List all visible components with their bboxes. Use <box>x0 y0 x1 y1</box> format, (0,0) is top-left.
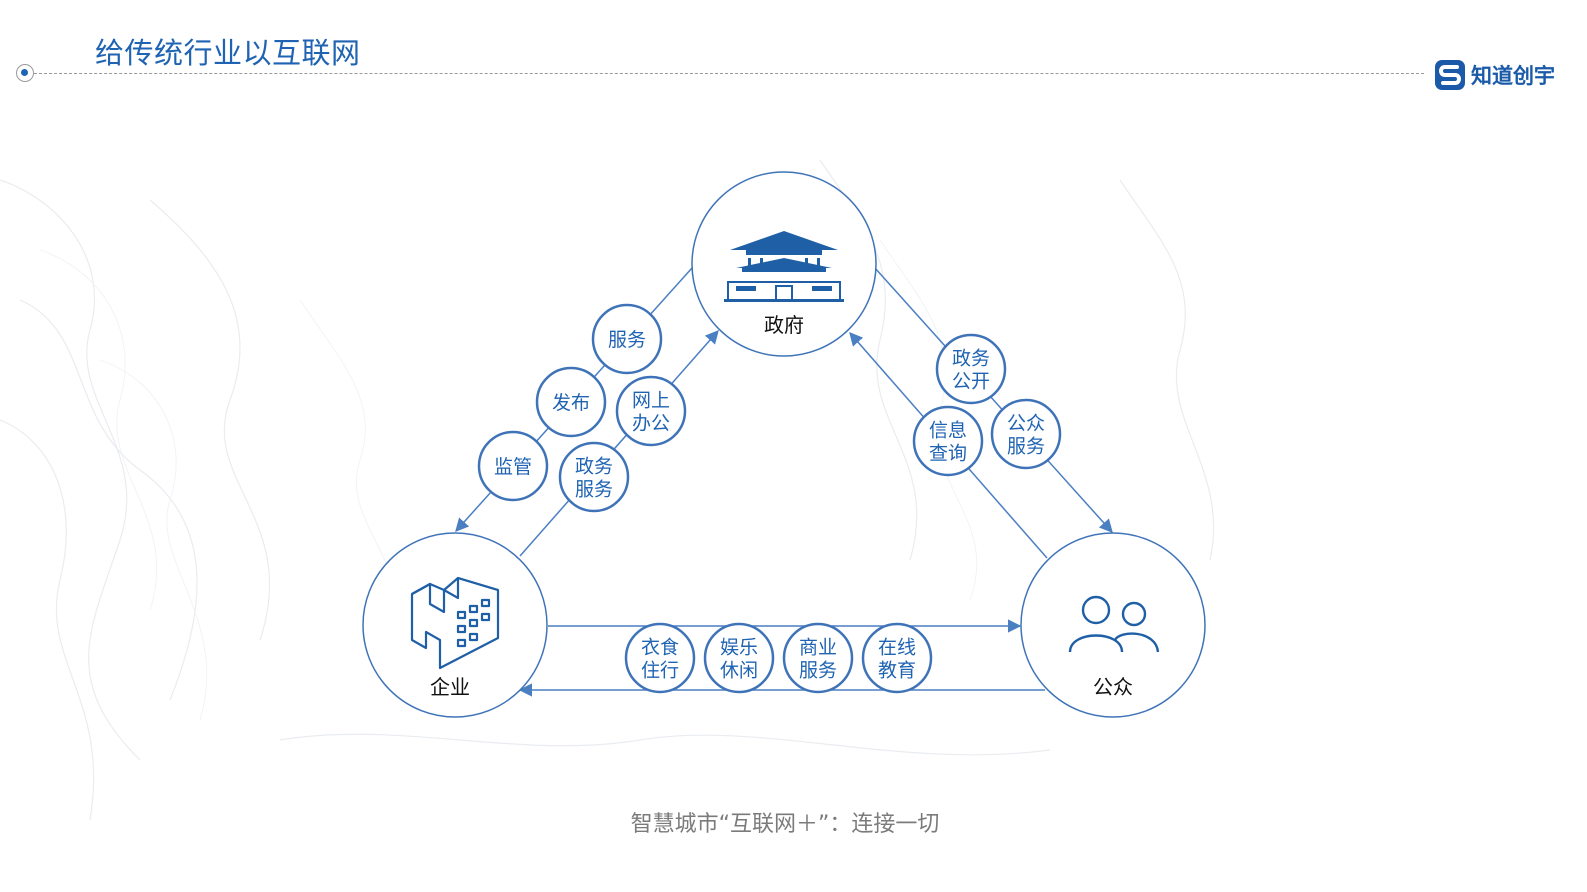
bubble-label: 政务 <box>952 348 990 370</box>
bubble-label: 公开 <box>952 371 990 393</box>
bubble-label: 政务 <box>575 456 613 478</box>
bubble-ring <box>535 366 607 438</box>
factory-icon <box>410 576 500 670</box>
bubble-group: 服务发布监管网上办公政务服务政务公开公众服务信息查询衣食住行娱乐休闲商业服务在线… <box>477 303 1062 694</box>
bubble-label: 娱乐 <box>720 637 758 659</box>
node-enterprise-ring <box>362 532 548 718</box>
bubble-ring <box>477 430 549 502</box>
palace-icon <box>724 231 844 302</box>
bubble-label: 发布 <box>552 392 590 414</box>
bubble-ring <box>591 303 663 375</box>
bubble-label: 监管 <box>494 456 532 478</box>
bubble-label: 住行 <box>641 660 679 682</box>
bubble-label: 在线 <box>878 637 916 659</box>
bubble-label: 公众 <box>1007 413 1045 435</box>
caption: 智慧城市“互联网＋”：连接一切 <box>630 812 940 837</box>
node-government-label: 政府 <box>764 313 804 337</box>
bubble-ring <box>861 622 933 694</box>
bubble-label: 休闲 <box>720 660 758 682</box>
bubble-ring <box>558 441 630 513</box>
bubble-gov-to-ent-2: 监管 <box>477 430 549 502</box>
people-icon <box>1068 595 1160 653</box>
header-bullet-icon <box>16 64 34 82</box>
page-title: 给传统行业以互联网 <box>95 36 361 70</box>
node-government: 政府 <box>691 171 877 357</box>
bubble-label: 服务 <box>799 660 837 682</box>
bubble-ring <box>615 375 687 447</box>
node-enterprise-label: 企业 <box>430 675 470 699</box>
bubble-label: 查询 <box>929 443 967 465</box>
bubble-label: 网上 <box>632 390 670 412</box>
bubble-ring <box>703 622 775 694</box>
bubble-label: 服务 <box>1007 436 1045 458</box>
bubble-ring <box>624 622 696 694</box>
brand-mark-icon <box>1435 60 1465 90</box>
bubble-ring <box>782 622 854 694</box>
bubble-label: 服务 <box>575 479 613 501</box>
brand-name: 知道创宇 <box>1471 64 1555 88</box>
arrow-ent-to-gov <box>519 329 719 557</box>
brand-logo: 知道创宇 <box>1434 59 1555 91</box>
bubble-label: 商业 <box>799 637 837 659</box>
node-public: 公众 <box>1020 532 1206 718</box>
arrow-gov-to-pub <box>874 267 1113 534</box>
bubble-ring <box>912 405 984 477</box>
bubble-ring <box>990 398 1062 470</box>
node-public-ring <box>1020 532 1206 718</box>
bubble-gov-to-ent-0: 服务 <box>591 303 663 375</box>
bubble-gov-to-ent-1: 发布 <box>535 366 607 438</box>
bubble-label: 教育 <box>878 660 916 682</box>
bubble-label: 信息 <box>929 420 967 442</box>
bubble-label: 办公 <box>632 413 670 435</box>
bubble-label: 服务 <box>608 329 646 351</box>
bubble-ring <box>935 333 1007 405</box>
node-enterprise: 企业 <box>362 532 548 718</box>
header-divider <box>34 73 1424 74</box>
node-public-label: 公众 <box>1093 675 1133 699</box>
bubble-label: 衣食 <box>641 637 679 659</box>
